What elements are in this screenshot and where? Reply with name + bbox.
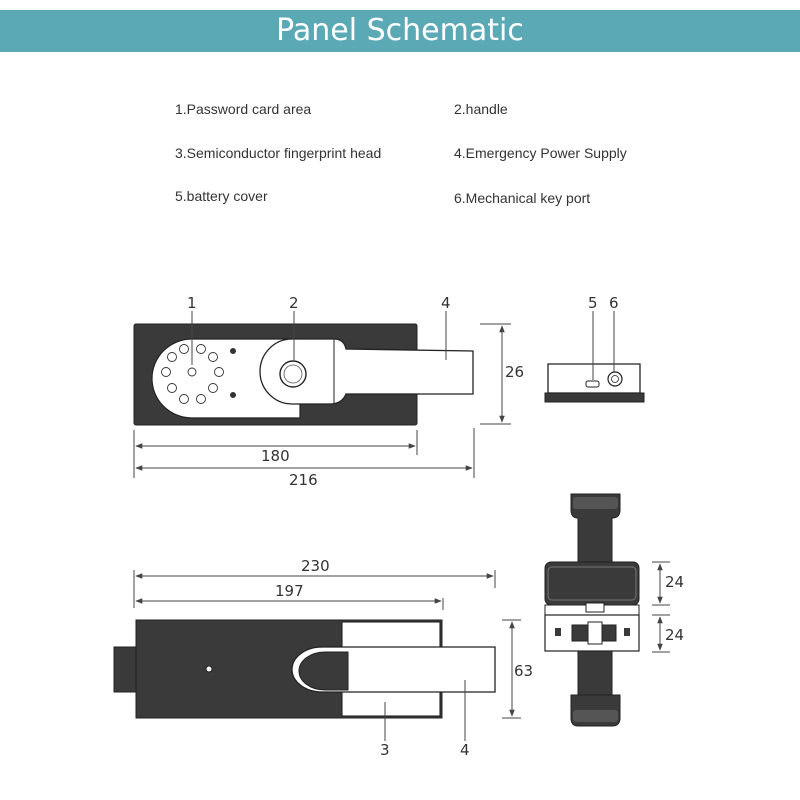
callout-5: 5 [588, 294, 598, 312]
back-dimensions: 230 197 63 [133, 557, 533, 719]
dim-back-width-inner: 197 [275, 582, 304, 600]
legend-item-emergency-power: 4.Emergency Power Supply [454, 145, 627, 161]
lock-icon [230, 392, 236, 398]
dim-front-width-total: 216 [289, 471, 318, 489]
side-view-top: 5 6 [544, 294, 645, 403]
side-view-vertical [544, 493, 640, 727]
legend-item-password-card-area: 1.Password card area [175, 101, 312, 117]
nfc-icon [230, 348, 236, 354]
back-view: 3 4 [113, 619, 496, 759]
callout-6: 6 [609, 294, 619, 312]
side-dimensions: 24 24 [652, 561, 684, 653]
front-view [133, 323, 474, 426]
legend-item-handle: 2.handle [454, 101, 508, 117]
dim-front-width-inner: 180 [261, 447, 290, 465]
page-title: Panel Schematic [0, 10, 800, 52]
legend-item-fingerprint-head: 3.Semiconductor fingerprint head [175, 145, 382, 161]
dim-side-lower: 24 [665, 626, 684, 644]
dim-front-height: 26 [505, 363, 524, 381]
side-body [547, 363, 641, 394]
callout-4-back: 4 [460, 741, 470, 759]
callout-4-front: 4 [441, 294, 451, 312]
back-handle-grip [298, 651, 349, 691]
legend-item-battery-cover: 5.battery cover [175, 188, 268, 204]
front-handle [259, 338, 474, 405]
latch-block [113, 646, 139, 693]
keypad-buttons [161, 344, 224, 404]
dim-back-width-total: 230 [301, 557, 330, 575]
legend-item-key-port: 6.Mechanical key port [454, 190, 591, 206]
callout-3: 3 [380, 741, 390, 759]
lower-neck [577, 650, 613, 696]
front-dimensions: 26 180 216 [133, 323, 524, 489]
dim-back-height: 63 [514, 662, 533, 680]
front-callouts: 1 2 4 [187, 294, 451, 365]
callout-1: 1 [187, 294, 197, 312]
battery-cover-slot [585, 380, 600, 388]
callout-2: 2 [289, 294, 299, 312]
side-base [544, 392, 645, 403]
key-port [607, 371, 623, 387]
screw-hole [205, 665, 213, 673]
dim-side-upper: 24 [665, 573, 684, 591]
upper-housing [544, 561, 640, 606]
